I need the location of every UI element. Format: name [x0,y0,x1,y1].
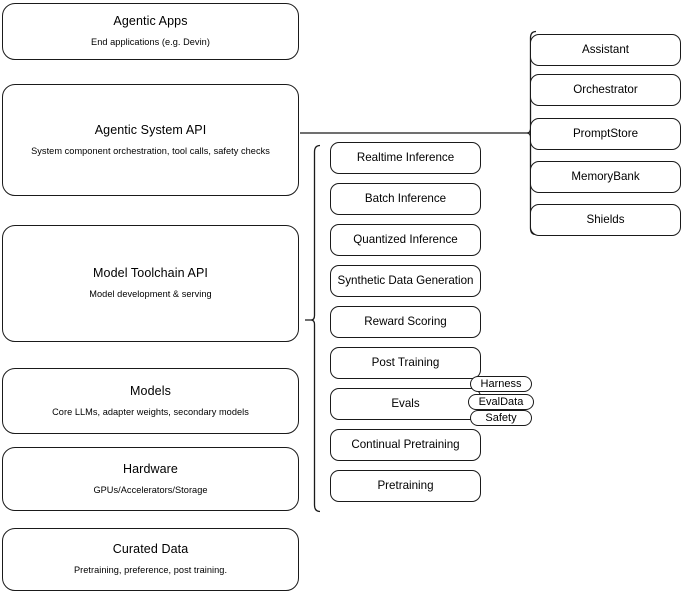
component-label: Reward Scoring [364,314,447,328]
badge-harness[interactable]: Harness [470,376,532,392]
component-label: Pretraining [377,478,434,492]
layer-title: Model Toolchain API [93,266,208,281]
component-label: Post Training [371,355,440,369]
component-orchestrator[interactable]: Orchestrator [530,74,681,106]
component-pretraining[interactable]: Pretraining [330,470,481,502]
layer-models[interactable]: Models Core LLMs, adapter weights, secon… [2,368,299,434]
component-label: MemoryBank [571,169,640,183]
layer-agentic-apps[interactable]: Agentic Apps End applications (e.g. Devi… [2,3,299,60]
layer-title: Agentic System API [94,122,207,137]
component-label: Realtime Inference [356,150,455,164]
layer-title: Curated Data [112,542,189,557]
layer-title: Models [130,383,171,398]
component-label: Synthetic Data Generation [337,273,474,287]
component-label: Orchestrator [573,82,638,96]
component-post-training[interactable]: Post Training [330,347,481,379]
component-label: Continual Pretraining [351,437,460,451]
component-shields[interactable]: Shields [530,204,681,236]
component-label: Evals [391,396,420,410]
component-continual-pretraining[interactable]: Continual Pretraining [330,429,481,461]
component-memorybank[interactable]: MemoryBank [530,161,681,193]
component-assistant[interactable]: Assistant [530,34,681,66]
component-batch-inference[interactable]: Batch Inference [330,183,481,215]
layer-subtitle: GPUs/Accelerators/Storage [93,484,208,495]
component-evals[interactable]: Evals [330,388,481,420]
badge-evaldata[interactable]: EvalData [468,394,534,410]
component-promptstore[interactable]: PromptStore [530,118,681,150]
layer-subtitle: Pretraining, preference, post training. [73,565,228,576]
badge-label: Safety [485,412,517,424]
component-synthetic-data-generation[interactable]: Synthetic Data Generation [330,265,481,297]
layer-subtitle: End applications (e.g. Devin) [91,37,210,48]
component-label: PromptStore [572,126,639,140]
layer-curated-data[interactable]: Curated Data Pretraining, preference, po… [2,528,299,591]
layer-subtitle: Core LLMs, adapter weights, secondary mo… [52,406,249,417]
component-label: Quantized Inference [353,232,458,246]
component-label: Batch Inference [364,191,447,205]
component-quantized-inference[interactable]: Quantized Inference [330,224,481,256]
component-label: Assistant [581,42,630,56]
layer-agentic-system-api[interactable]: Agentic System API System component orch… [2,84,299,196]
layer-title: Agentic Apps [113,14,188,29]
component-realtime-inference[interactable]: Realtime Inference [330,142,481,174]
layer-subtitle: System component orchestration, tool cal… [31,145,270,156]
badge-safety[interactable]: Safety [470,410,532,426]
component-reward-scoring[interactable]: Reward Scoring [330,306,481,338]
layer-subtitle: Model development & serving [89,289,212,300]
component-label: Shields [586,212,625,226]
brace-toolchain-components [305,144,321,513]
badge-label: Harness [480,378,522,390]
layer-title: Hardware [123,461,178,476]
layer-model-toolchain-api[interactable]: Model Toolchain API Model development & … [2,225,299,342]
badge-label: EvalData [478,396,524,408]
layer-hardware[interactable]: Hardware GPUs/Accelerators/Storage [2,447,299,511]
